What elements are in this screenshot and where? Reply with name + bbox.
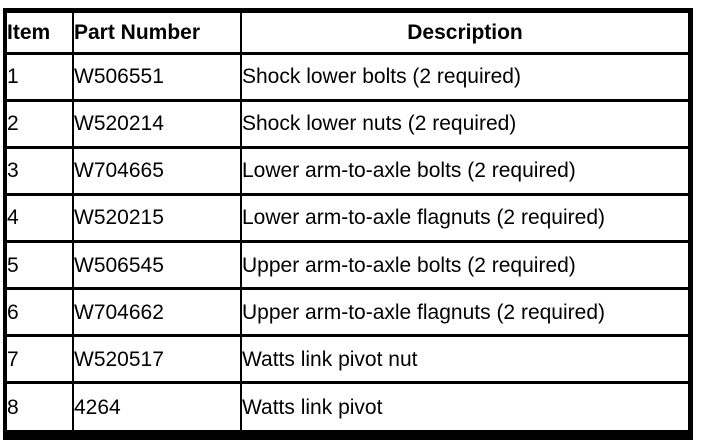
description-cell: Shock lower bolts (2 required): [241, 53, 688, 102]
description-cell: Upper arm-to-axle bolts (2 required): [241, 241, 688, 291]
item-cell: 2: [7, 100, 74, 149]
description-cell: Shock lower nuts (2 required): [241, 100, 688, 149]
part-number-cell: 4264: [73, 382, 242, 430]
item-cell: 7: [7, 335, 74, 385]
part-number-cell: W520215: [73, 194, 242, 244]
part-number-cell: W704662: [73, 288, 242, 338]
header-description: Description: [241, 13, 688, 55]
item-cell: 4: [7, 194, 74, 244]
part-number-cell: W506545: [73, 241, 242, 291]
part-number-cell: W520214: [73, 100, 242, 149]
description-cell: Upper arm-to-axle flagnuts (2 required): [241, 288, 688, 338]
part-number-cell: W506551: [73, 53, 242, 102]
description-cell: Watts link pivot: [242, 395, 383, 419]
item-cell: 3: [7, 147, 74, 196]
part-number-cell: W704665: [73, 147, 242, 196]
header-part-number: Part Number: [73, 13, 242, 55]
description-cell: Lower arm-to-axle bolts (2 required): [241, 147, 688, 196]
item-cell: 8: [7, 382, 74, 430]
header-row: Item Part Number Description: [7, 13, 688, 55]
header-item: Item: [7, 13, 74, 55]
item-cell: 5: [7, 241, 74, 291]
description-cell: Lower arm-to-axle flagnuts (2 required): [241, 194, 688, 244]
item-cell: 1: [7, 53, 74, 102]
description-cell: Watts link pivot nut: [241, 335, 688, 385]
item-cell: 6: [7, 288, 74, 338]
part-number-cell: W520517: [73, 335, 242, 385]
